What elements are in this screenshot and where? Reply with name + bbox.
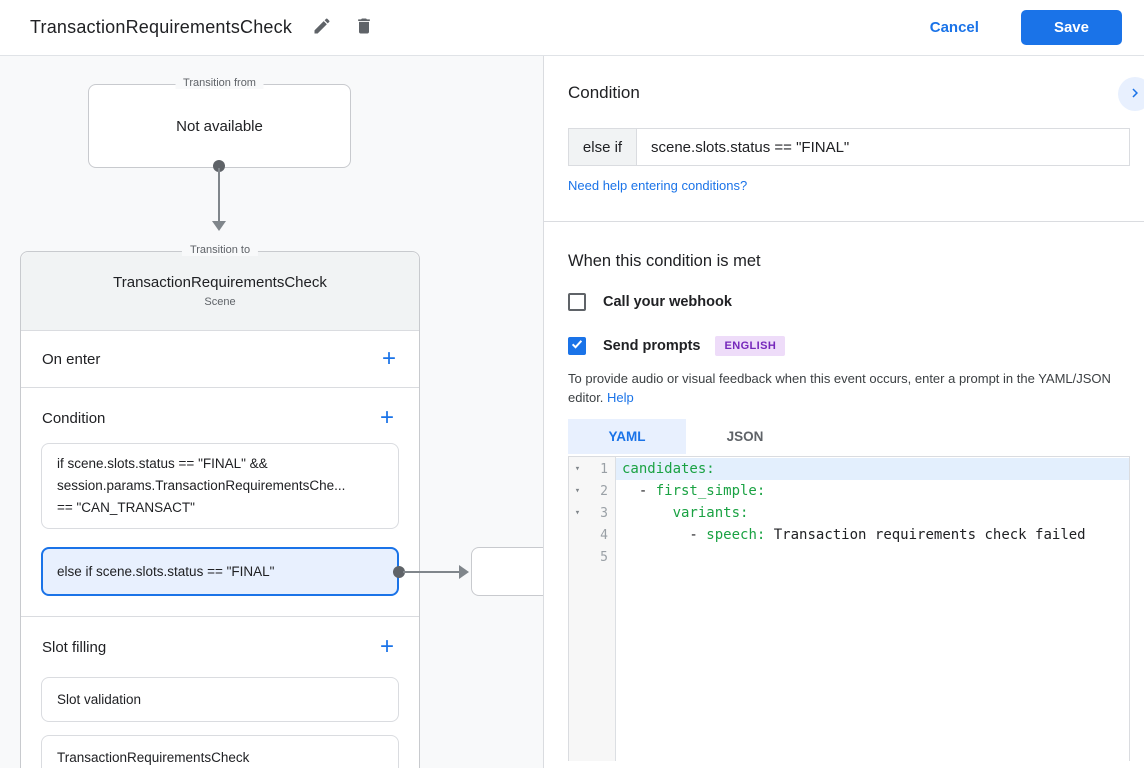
yaml-key-token: variants: bbox=[672, 505, 749, 521]
yaml-key-token: speech: bbox=[706, 527, 766, 543]
transition-to-legend: Transition to bbox=[181, 244, 259, 256]
code-line[interactable]: - speech: Transaction requirements check… bbox=[616, 524, 1129, 546]
code-line[interactable] bbox=[616, 546, 1129, 568]
line-number: 5 bbox=[600, 549, 608, 565]
help-link[interactable]: Help bbox=[607, 390, 634, 405]
gutter-row: ▾1 bbox=[569, 458, 615, 480]
condition-item-elseif[interactable]: else if scene.slots.status == "FINAL" bbox=[41, 547, 543, 596]
transition-from-content: Not available bbox=[176, 117, 263, 135]
fold-arrow-icon[interactable]: ▾ bbox=[574, 464, 581, 474]
condition-section: Condition + if scene.slots.status == "FI… bbox=[21, 388, 543, 617]
call-webhook-checkbox[interactable] bbox=[568, 293, 586, 311]
connector-dot bbox=[393, 565, 405, 578]
line-number: 1 bbox=[600, 461, 608, 477]
yaml-key-token: candidates: bbox=[622, 461, 715, 477]
yaml-text-token: Transaction requirements check failed bbox=[765, 527, 1086, 543]
yaml-text-token: - bbox=[622, 527, 707, 543]
editor-format-tabs: YAML JSON bbox=[568, 419, 1130, 454]
condition-expression-input[interactable] bbox=[636, 128, 1130, 166]
condition-section-label: Condition bbox=[42, 409, 106, 427]
add-on-enter-icon[interactable]: + bbox=[381, 345, 396, 372]
on-enter-label: On enter bbox=[42, 350, 101, 368]
chevron-right-icon bbox=[1126, 84, 1144, 105]
prompts-option-row: Send prompts ENGLISH bbox=[568, 336, 1130, 356]
top-bar: TransactionRequirementsCheck Cancel Save bbox=[0, 0, 1144, 56]
connector-line bbox=[218, 168, 220, 222]
gutter-row: ▾3 bbox=[569, 502, 615, 524]
condition-editor-panel: Condition else if Need help entering con… bbox=[543, 56, 1144, 768]
delete-scene-button[interactable] bbox=[344, 8, 384, 48]
code-lines[interactable]: candidates: - first_simple: variants: - … bbox=[616, 457, 1129, 761]
gutter-row: 5 bbox=[569, 546, 615, 568]
collapse-panel-button[interactable] bbox=[1118, 77, 1144, 111]
connector-arrowhead-icon bbox=[459, 564, 469, 579]
webhook-option-row: Call your webhook bbox=[568, 293, 1130, 311]
cancel-button[interactable]: Cancel bbox=[912, 11, 997, 44]
checkmark-icon bbox=[570, 337, 584, 356]
edit-scene-button[interactable] bbox=[302, 8, 342, 48]
slot-filling-section: Slot filling + Slot validation Transacti… bbox=[21, 617, 419, 768]
trash-icon bbox=[354, 16, 374, 39]
code-line[interactable]: - first_simple: bbox=[616, 480, 1129, 502]
connector-dot bbox=[213, 160, 225, 172]
pencil-icon bbox=[312, 16, 332, 39]
scene-name: TransactionRequirementsCheck bbox=[113, 274, 327, 291]
fold-arrow-icon[interactable]: ▾ bbox=[574, 486, 581, 496]
add-slot-icon[interactable]: + bbox=[379, 633, 394, 660]
yaml-key-token: first_simple: bbox=[655, 483, 766, 499]
condition-item-elseif-text: else if scene.slots.status == "FINAL" bbox=[57, 563, 275, 579]
conditions-help-link[interactable]: Need help entering conditions? bbox=[568, 178, 748, 193]
save-button[interactable]: Save bbox=[1020, 10, 1122, 45]
yaml-text-token bbox=[622, 505, 673, 521]
transition-target-node[interactable] bbox=[471, 547, 543, 596]
gutter-row: 4 bbox=[569, 524, 615, 546]
fold-arrow-icon[interactable]: ▾ bbox=[574, 508, 581, 518]
scene-diagram-canvas: Transition from Not available Transition… bbox=[0, 56, 543, 768]
slot-filling-label: Slot filling bbox=[42, 638, 107, 656]
yaml-text-token: - bbox=[622, 483, 656, 499]
page-title: TransactionRequirementsCheck bbox=[30, 17, 293, 37]
transition-from-node[interactable]: Transition from Not available bbox=[88, 77, 351, 168]
on-enter-row: On enter + bbox=[21, 331, 419, 388]
slot-item-transaction-requirements[interactable]: TransactionRequirementsCheck bbox=[41, 735, 399, 768]
code-line[interactable]: variants: bbox=[616, 502, 1129, 524]
code-line[interactable]: candidates: bbox=[616, 458, 1129, 480]
section-divider bbox=[544, 221, 1144, 222]
send-prompts-label: Send prompts bbox=[603, 338, 701, 354]
line-number: 4 bbox=[600, 527, 608, 543]
call-webhook-label: Call your webhook bbox=[603, 294, 732, 310]
scene-card-header[interactable]: TransactionRequirementsCheck Scene bbox=[21, 252, 419, 331]
scene-type-label: Scene bbox=[204, 296, 236, 308]
condition-expression-row: else if bbox=[568, 128, 1130, 166]
condition-prefix-label: else if bbox=[568, 128, 636, 166]
line-number: 2 bbox=[600, 483, 608, 499]
line-number: 3 bbox=[600, 505, 608, 521]
panel-title: Condition bbox=[568, 83, 640, 102]
when-condition-met-title: When this condition is met bbox=[568, 252, 761, 270]
tab-yaml[interactable]: YAML bbox=[568, 419, 686, 454]
language-badge: ENGLISH bbox=[715, 336, 786, 356]
prompt-description: To provide audio or visual feedback when… bbox=[568, 371, 1111, 405]
add-condition-icon[interactable]: + bbox=[379, 404, 394, 431]
transition-from-legend: Transition from bbox=[175, 77, 264, 89]
transition-to-node: Transition to TransactionRequirementsChe… bbox=[20, 244, 543, 768]
tab-json[interactable]: JSON bbox=[726, 429, 764, 444]
gutter-row: ▾2 bbox=[569, 480, 615, 502]
condition-item-if[interactable]: if scene.slots.status == "FINAL" && sess… bbox=[41, 443, 399, 529]
connector-arrowhead-icon bbox=[212, 221, 226, 231]
slot-item-validation[interactable]: Slot validation bbox=[41, 677, 399, 722]
connector-line bbox=[403, 570, 461, 573]
send-prompts-checkbox[interactable] bbox=[568, 337, 586, 355]
